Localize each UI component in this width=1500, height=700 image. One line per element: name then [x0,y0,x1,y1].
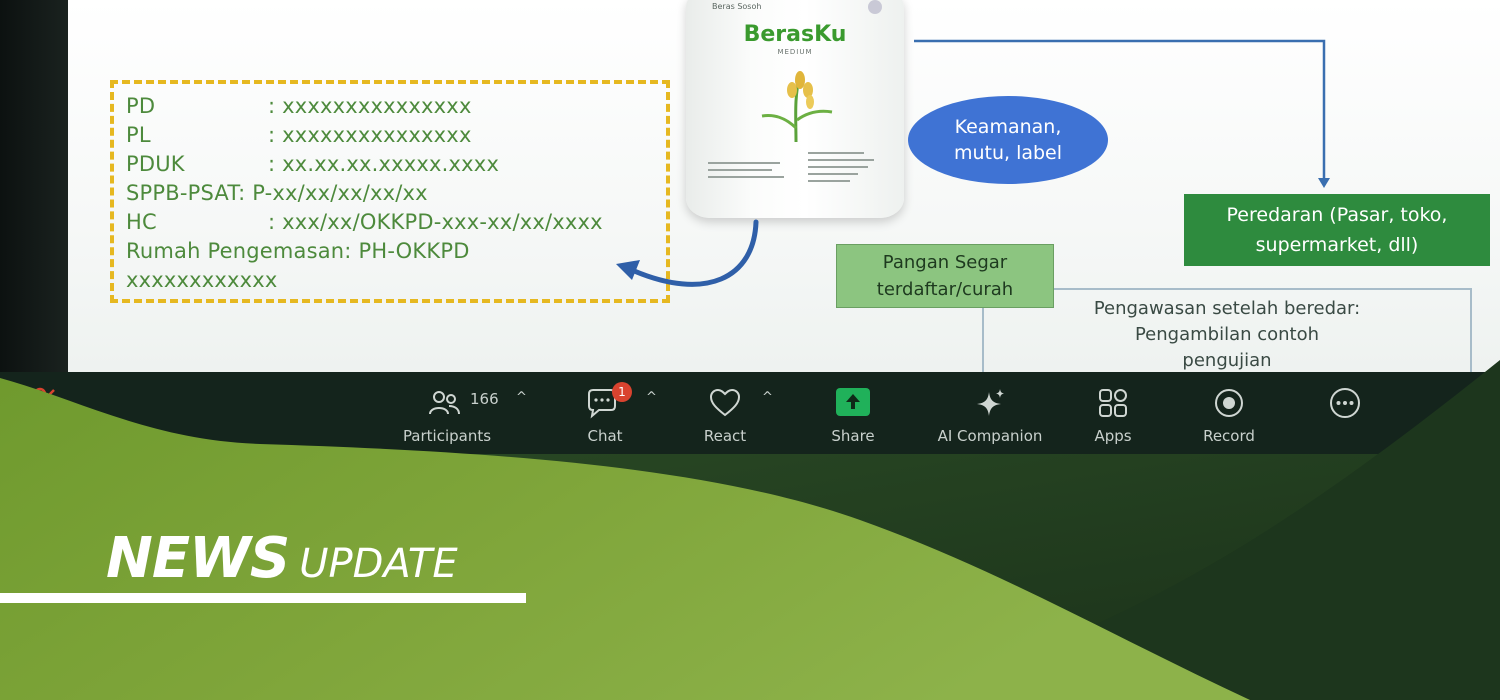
peredaran-text: Peredaran (Pasar, toko, supermarket, dll… [1226,204,1448,256]
info-row-sppb-psat: SPPB-PSAT: P-xx/xx/xx/xx/xx [126,181,428,210]
info-key: SPPB-PSAT: [126,181,246,205]
more-dots-icon [1330,388,1360,418]
update-word: UPDATE [299,541,458,587]
info-key: PD [126,94,156,118]
pangan-text: Pangan Segar terdaftar/curah [876,252,1014,300]
info-value: : xx.xx.xx.xxxxx.xxxx [268,152,500,176]
curved-arrow-icon [616,219,759,287]
participants-caret-icon[interactable]: ^ [516,390,527,405]
news-word: NEWS [106,526,290,591]
info-key: Rumah Pengemasan: [126,239,352,263]
bag-sub-label: MEDIUM [777,48,813,56]
info-value: P-xx/xx/xx/xx/xx [245,181,428,205]
keamanan-ellipse: Keamanan, mutu, label [908,96,1108,184]
share-label: Share [831,427,875,445]
info-row-pduk: PDUK : xx.xx.xx.xxxxx.xxxx [126,152,499,181]
info-value: : xxx/xx/OKKPD-xxx-xx/xx/xxxx [268,210,603,234]
share-square [836,388,870,416]
react-label: React [703,427,747,445]
react-caret-icon[interactable]: ^ [762,390,773,405]
news-underline [0,593,526,603]
chat-unread-badge: 1 [612,382,632,402]
bag-badge [868,0,882,14]
bag-fine-print-left [708,162,788,192]
pengawasan-text: Pengawasan setelah beredar: Pengambilan … [984,296,1470,372]
info-row-pd: PD : xxxxxxxxxxxxxxx [126,94,471,123]
pengawasan-line: Pengambilan contoh [1134,324,1320,345]
info-value: : xxxxxxxxxxxxxxx [268,94,472,118]
peredaran-box: Peredaran (Pasar, toko, supermarket, dll… [1184,194,1490,266]
ai-companion-label: AI Companion [937,427,1043,445]
chat-caret-icon[interactable]: ^ [646,390,657,405]
bag-brand: BerasKu [743,22,847,47]
info-key: HC [126,210,157,234]
product-info-box: PD : xxxxxxxxxxxxxxx PL : xxxxxxxxxxxxxx… [110,80,670,303]
ellipse-text: Keamanan, mutu, label [953,116,1063,164]
participants-count: 166 [470,390,499,408]
pangan-segar-box: Pangan Segar terdaftar/curah [836,244,1054,308]
info-value: : xxxxxxxxxxxxxxx [268,123,472,147]
rice-plant-icon [761,71,833,142]
left-dark-strip [0,0,68,372]
shared-slide: PD : xxxxxxxxxxxxxxx PL : xxxxxxxxxxxxxx… [68,0,1500,372]
ai-companion-button[interactable]: AI Companion [930,372,1050,454]
apps-label: Apps [1094,427,1132,445]
chat-label: Chat [587,427,623,445]
bag-top-label: Beras Sosoh [712,2,762,11]
share-up-arrow-icon [846,394,860,409]
bag-fine-print-right [808,152,878,196]
pengawasan-line: pengujian [1182,350,1272,371]
record-button[interactable]: Record [1194,372,1264,454]
sparkle-icon [977,389,1004,416]
info-row-pl: PL : xxxxxxxxxxxxxxx [126,123,471,152]
more-button[interactable] [1312,372,1378,454]
chat-bubble-icon [588,389,616,419]
participants-button[interactable]: 166 Participants [392,372,502,454]
info-key: xxxxxxxxxxxx [126,268,278,292]
meeting-toolbar: 166 Participants ^ 1 Chat ^ React ^ [0,372,1500,454]
info-key: PDUK [126,152,185,176]
info-row-rumah-pengemasan: Rumah Pengemasan: PH-OKKPD [126,239,470,268]
heart-icon [709,388,741,417]
rice-bag-image: Beras Sosoh BerasKu MEDIUM [686,0,904,218]
apps-button[interactable]: Apps [1080,372,1146,454]
pengawasan-line: Pengawasan setelah beredar: [1093,298,1361,319]
react-button[interactable]: React [692,372,758,454]
people-icon [429,391,460,415]
participants-label: Participants [402,427,492,445]
chat-button[interactable]: 1 Chat [572,372,638,454]
record-label: Record [1203,427,1255,445]
info-value: PH-OKKPD [351,239,470,263]
apps-grid-icon [1099,389,1127,417]
pengawasan-box: Pengawasan setelah beredar: Pengambilan … [982,288,1472,372]
record-circle-icon [1215,389,1243,417]
flow-connector-arrow [914,39,1330,188]
info-key: PL [126,123,151,147]
share-button[interactable]: Share [820,372,886,454]
info-row-code: xxxxxxxxxxxx [126,268,278,297]
info-row-hc: HC : xxx/xx/OKKPD-xxx-xx/xx/xxxx [126,210,603,239]
